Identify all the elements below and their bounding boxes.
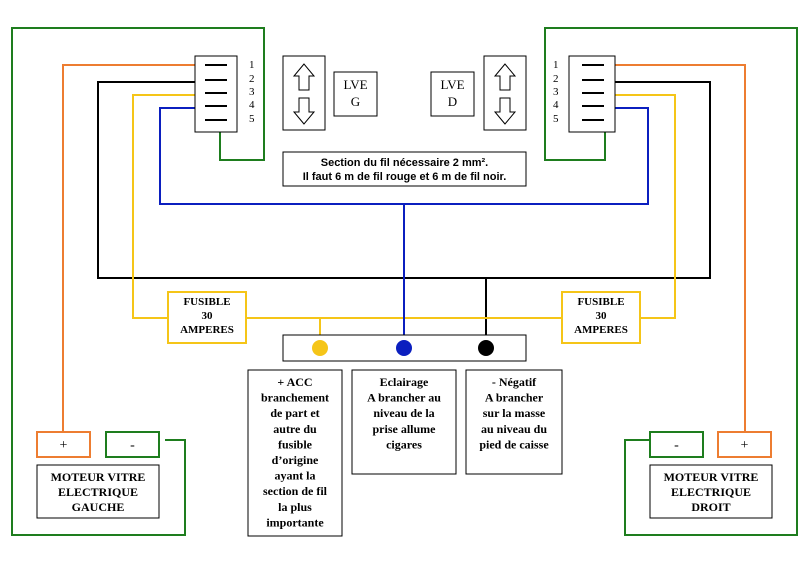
yellow-terminal xyxy=(312,340,328,356)
blue-terminal xyxy=(396,340,412,356)
info-negatif-line-4: au niveau du xyxy=(481,422,547,436)
right-pin-1: 1 xyxy=(553,59,559,71)
green-wire-left xyxy=(11,27,265,536)
fuse-left: FUSIBLE 30 AMPERES xyxy=(167,291,247,344)
motor-right-line3: DROIT xyxy=(691,500,730,514)
motor-left-line2: ELECTRIQUE xyxy=(58,485,138,499)
info-eclairage-line-4: prise allume xyxy=(373,422,437,436)
left-pin-1: 1 xyxy=(249,59,255,71)
info-eclairage-line-2: A brancher au xyxy=(367,391,441,405)
note-line-1: Section du fil nécessaire 2 mm². xyxy=(321,157,489,169)
info-negatif-line-3: sur la masse xyxy=(483,406,546,420)
up-arrow-icon xyxy=(292,63,316,91)
left-switch xyxy=(194,55,238,133)
info-acc-line-5: fusible xyxy=(278,437,313,451)
motor-right-line1: MOTEUR VITRE xyxy=(664,470,759,484)
right-pin-2: 2 xyxy=(553,73,559,85)
info-eclairage-line-1: Eclairage xyxy=(380,375,429,389)
motor-left-plus: + xyxy=(60,438,68,453)
left-pin-2: 2 xyxy=(249,73,255,85)
motor-left-line3: GAUCHE xyxy=(72,500,125,514)
lve-d-line2: D xyxy=(448,94,457,109)
up-arrow-icon xyxy=(493,63,517,91)
info-acc-line-4: autre du xyxy=(273,422,317,436)
info-acc-line-7: ayant la xyxy=(274,469,315,483)
left-up-down-arrows xyxy=(282,55,326,131)
left-pin-3: 3 xyxy=(249,86,255,98)
info-acc-box xyxy=(247,369,343,537)
motor-right-minus-terminal xyxy=(649,431,704,458)
lve-d-box xyxy=(430,71,475,117)
motor-left-plus-terminal xyxy=(36,431,91,458)
motor-right: - + MOTEUR VITRE ELECTRIQUE DROIT xyxy=(649,431,773,519)
motor-left-minus-terminal xyxy=(105,431,160,458)
down-arrow-icon xyxy=(292,97,316,125)
lve-g-line1: LVE xyxy=(343,77,367,92)
black-terminal xyxy=(478,340,494,356)
yellow-wire-left xyxy=(132,94,205,319)
info-acc-line-2: branchement xyxy=(261,391,329,405)
motor-left-minus: - xyxy=(130,438,135,453)
orange-wire-left xyxy=(62,64,205,432)
right-up-down-arrows xyxy=(483,55,527,131)
lve-g-line2: G xyxy=(351,94,360,109)
motor-right-plus: + xyxy=(741,438,749,453)
fuse-left-line1: FUSIBLE xyxy=(183,296,230,308)
note-box xyxy=(282,151,527,187)
info-acc-line-1: + ACC xyxy=(277,375,312,389)
left-pin-4: 4 xyxy=(249,99,255,111)
left-pin-5: 5 xyxy=(249,113,255,125)
right-pin-4: 4 xyxy=(553,99,559,111)
info-eclairage-line-3: niveau de la xyxy=(373,406,434,420)
info-acc-line-3: de part et xyxy=(270,406,319,420)
info-negatif-line-1: - Négatif xyxy=(492,375,537,389)
green-wire-right xyxy=(544,27,798,536)
fuse-left-line2: 30 xyxy=(202,310,214,322)
info-eclairage-box xyxy=(351,369,457,475)
right-pin-3: 3 xyxy=(553,86,559,98)
info-negatif-line-2: A brancher xyxy=(485,391,544,405)
fuse-right-line2: 30 xyxy=(596,310,608,322)
right-switch xyxy=(568,55,616,133)
note-line-2: Il faut 6 m de fil rouge et 6 m de fil n… xyxy=(303,171,507,183)
info-acc-line-8: section de fil xyxy=(263,484,328,498)
motor-right-line2: ELECTRIQUE xyxy=(671,485,751,499)
info-eclairage-line-5: cigares xyxy=(386,437,422,451)
motor-right-minus: - xyxy=(674,438,679,453)
right-pin-5: 5 xyxy=(553,113,559,125)
fuse-right-line3: AMPERES xyxy=(574,324,628,336)
info-acc-line-10: importante xyxy=(266,515,324,529)
yellow-wire-right xyxy=(605,94,676,319)
fuse-left-line3: AMPERES xyxy=(180,324,234,336)
lve-g-box xyxy=(333,71,378,117)
info-acc-line-9: la plus xyxy=(278,500,312,514)
info-negatif-box xyxy=(465,369,563,475)
info-negatif-line-5: pied de caisse xyxy=(479,437,549,451)
motor-left-line1: MOTEUR VITRE xyxy=(51,470,146,484)
orange-wire-right xyxy=(605,64,746,432)
motor-left: + - MOTEUR VITRE ELECTRIQUE GAUCHE xyxy=(36,431,160,519)
lve-d-line1: LVE xyxy=(440,77,464,92)
motor-right-plus-terminal xyxy=(717,431,772,458)
down-arrow-icon xyxy=(493,97,517,125)
fuse-right-line1: FUSIBLE xyxy=(577,296,624,308)
info-acc-line-6: d’origine xyxy=(272,453,319,467)
fuse-right: FUSIBLE 30 AMPERES xyxy=(561,291,641,344)
